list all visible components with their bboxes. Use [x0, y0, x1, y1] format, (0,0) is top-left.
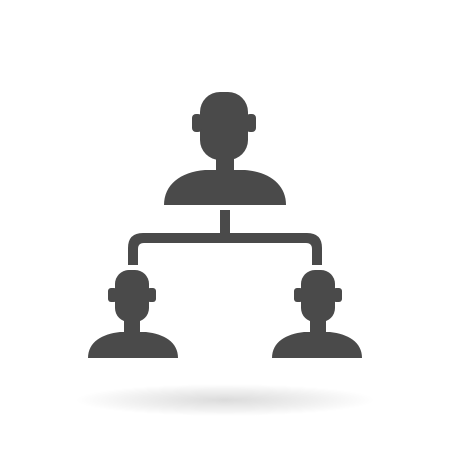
- bottom-left-person-icon: [88, 270, 178, 358]
- connector-lines: [128, 210, 322, 265]
- icon-shapes: [88, 92, 362, 358]
- bottom-right-person-icon: [272, 270, 362, 358]
- top-person-icon: [164, 92, 286, 205]
- icon-shadow: [75, 384, 375, 416]
